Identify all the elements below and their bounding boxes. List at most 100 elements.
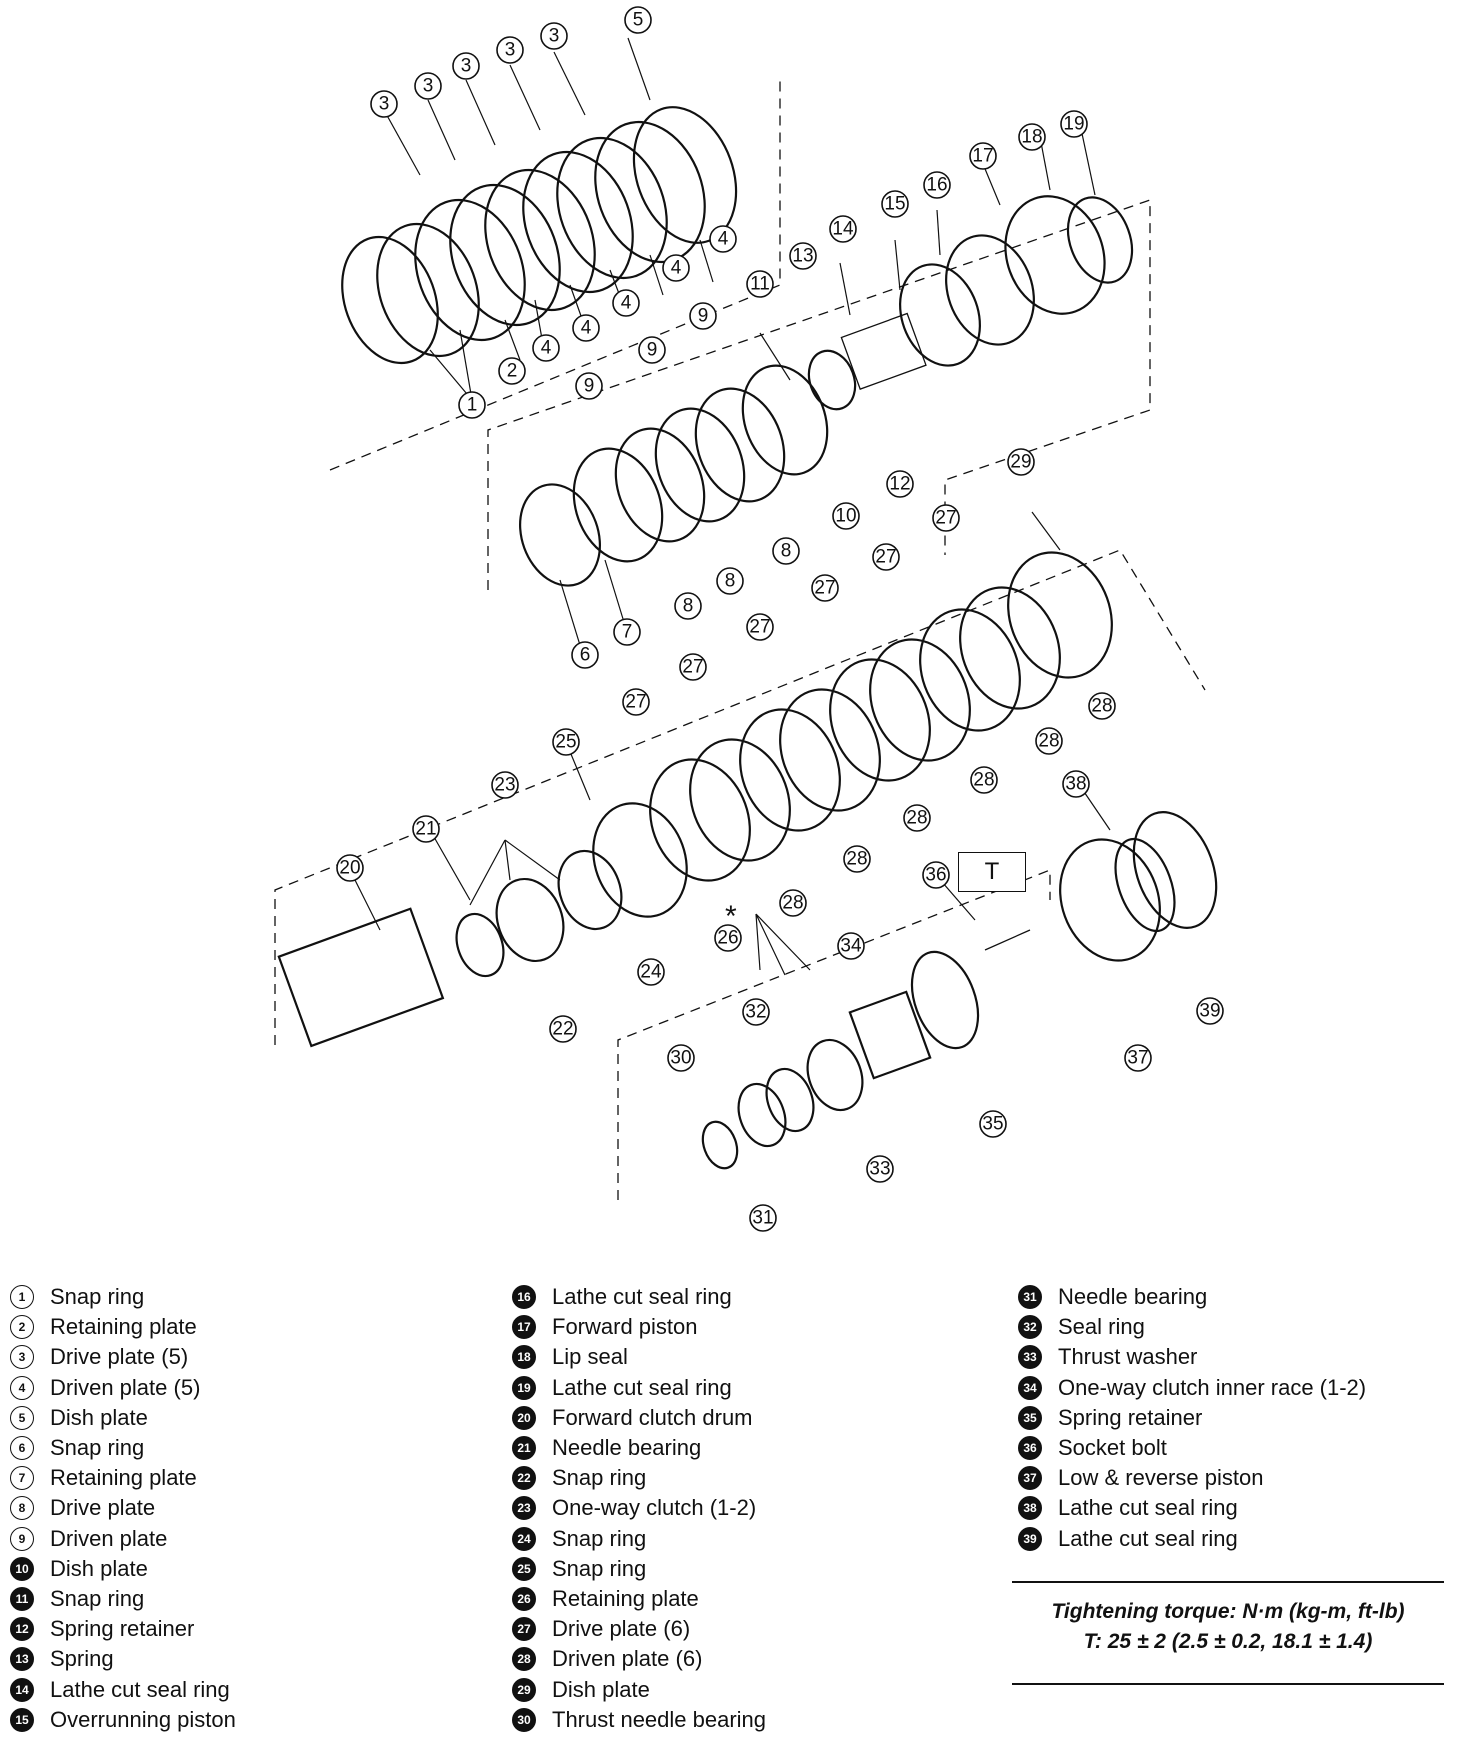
legend-number: 37 [1018,1466,1042,1491]
callout-6: 6 [571,641,599,669]
svg-text:37: 37 [1127,1048,1148,1069]
callout-4d: 4 [662,254,690,282]
svg-text:27: 27 [749,617,770,638]
svg-text:25: 25 [555,732,576,753]
clutch-pack-upper [341,106,738,365]
legend-label: Thrust needle bearing [552,1706,767,1732]
callout-28d: 28 [970,766,998,794]
legend-label: Low & reverse piston [1058,1465,1264,1491]
callout-13: 13 [789,242,817,270]
callout-3d: 3 [496,36,524,64]
legend-label: Lathe cut seal ring [552,1284,732,1310]
callout-27b: 27 [679,653,707,681]
callout-14: 14 [829,215,857,243]
svg-text:27: 27 [625,692,646,713]
legend-number: 39 [1018,1526,1042,1551]
svg-text:26: 26 [717,928,738,949]
svg-text:27: 27 [814,578,835,599]
callout-4c: 4 [612,289,640,317]
callout-35: 35 [979,1110,1007,1138]
callout-4a: 4 [532,334,560,362]
callout-5: 5 [624,6,652,34]
callout-28e: 28 [1035,727,1063,755]
svg-text:32: 32 [745,1002,766,1023]
legend-label: Forward clutch drum [552,1404,753,1430]
legend-number: 15 [10,1707,34,1732]
svg-text:4: 4 [541,338,552,359]
legend-label: Snap ring [50,1585,145,1611]
callout-27f: 27 [932,504,960,532]
callout-9c: 9 [689,302,717,330]
callout-17: 17 [969,142,997,170]
legend-label: One-way clutch (1-2) [552,1495,757,1521]
callout-27a: 27 [622,688,650,716]
callout-11: 11 [746,270,774,298]
legend-label: Thrust washer [1058,1344,1198,1370]
legend-number: 30 [512,1707,536,1732]
torque-heading: Tightening torque: N·m (kg-m, ft-lb) [1051,1600,1405,1623]
torque-value: T: 25 ± 2 (2.5 ± 0.2, 18.1 ± 1.4) [1083,1630,1373,1653]
legend-label: Overrunning piston [50,1706,236,1732]
callout-27e: 27 [872,543,900,571]
callout-1: 1 [458,391,486,419]
svg-text:8: 8 [683,596,694,617]
svg-text:34: 34 [840,936,862,957]
legend-label: Lathe cut seal ring [50,1676,230,1702]
legend-number: 17 [512,1315,536,1340]
callout-37: 37 [1124,1044,1152,1072]
svg-text:3: 3 [505,40,516,61]
legend-label: Driven plate (6) [552,1646,703,1672]
legend-item: 2 Retaining plate [10,1312,236,1342]
svg-text:5: 5 [633,10,644,31]
legend-label: Dish plate [50,1404,148,1430]
legend-label: Spring [50,1646,114,1672]
svg-text:28: 28 [846,849,867,870]
legend-number: 32 [1018,1315,1042,1340]
legend-label: Driven plate (5) [50,1374,201,1400]
svg-text:9: 9 [698,306,709,327]
legend-number: 2 [10,1315,34,1340]
callout-4e: 4 [709,225,737,253]
legend-label: Lathe cut seal ring [1058,1525,1238,1551]
legend-label: Needle bearing [552,1435,702,1461]
legend-number: 11 [10,1586,34,1611]
legend-label: Seal ring [1058,1314,1145,1340]
legend-label: Retaining plate [50,1314,197,1340]
svg-text:31: 31 [752,1208,773,1229]
svg-text:8: 8 [781,541,792,562]
callout-25: 25 [552,728,580,756]
legend-number: 6 [10,1436,34,1461]
legend-number: 35 [1018,1405,1042,1430]
legend-number: 18 [512,1345,536,1370]
legend-number: 26 [512,1586,536,1611]
svg-text:3: 3 [379,94,390,115]
callout-3a: 3 [370,90,398,118]
svg-text:20: 20 [339,858,360,879]
legend-number: 3 [10,1345,34,1370]
svg-text:18: 18 [1021,127,1042,148]
svg-text:30: 30 [670,1048,691,1069]
callout-8a: 8 [674,592,702,620]
low-reverse-assembly [701,811,1218,1170]
legend-number: 25 [512,1556,536,1581]
callout-3e: 3 [540,22,568,50]
svg-text:17: 17 [972,146,993,167]
callout-34: 34 [837,932,865,960]
svg-text:27: 27 [935,508,956,529]
svg-text:35: 35 [982,1114,1003,1135]
